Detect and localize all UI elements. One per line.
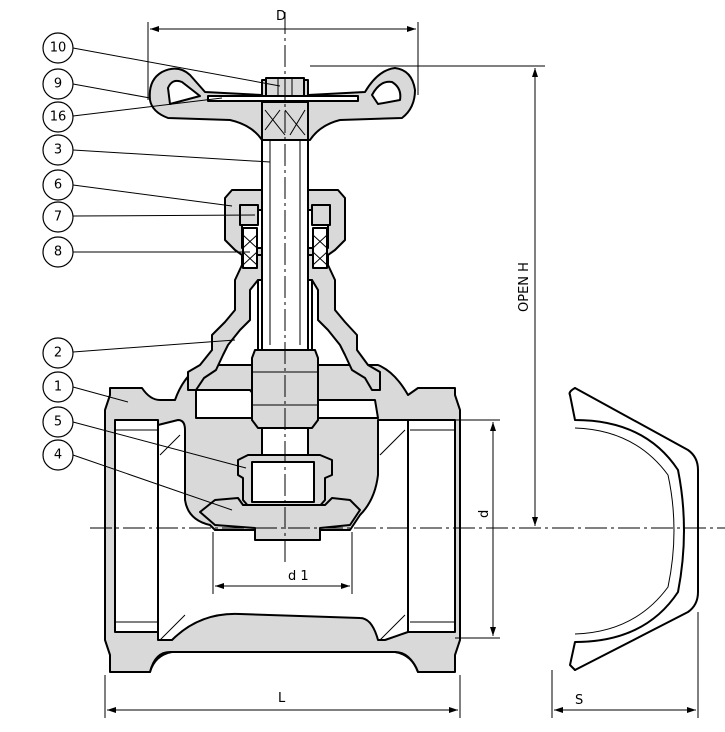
svg-text:5: 5 bbox=[54, 415, 62, 430]
balloon-5: 5 bbox=[42, 406, 74, 438]
balloon-6: 6 bbox=[42, 169, 74, 201]
dim-label-S: S bbox=[575, 693, 583, 708]
balloon-3: 3 bbox=[42, 134, 74, 166]
handwheel bbox=[148, 67, 416, 141]
side-view-handwheel bbox=[568, 387, 699, 671]
balloon-7: 7 bbox=[42, 201, 74, 233]
svg-text:7: 7 bbox=[54, 210, 62, 225]
balloon-1: 1 bbox=[42, 371, 74, 403]
dimension-lines bbox=[104, 22, 699, 718]
balloon-10: 10 bbox=[42, 32, 74, 64]
balloon-2: 2 bbox=[42, 337, 74, 369]
balloon-4: 4 bbox=[42, 439, 74, 471]
svg-text:8: 8 bbox=[54, 245, 62, 260]
svg-text:6: 6 bbox=[54, 178, 62, 193]
svg-text:1: 1 bbox=[54, 380, 62, 395]
dim-label-D: D bbox=[276, 9, 286, 24]
balloon-9: 9 bbox=[42, 68, 74, 100]
svg-text:9: 9 bbox=[54, 77, 62, 92]
leader-lines bbox=[72, 47, 281, 511]
center-lines bbox=[90, 12, 725, 565]
svg-text:3: 3 bbox=[54, 143, 62, 158]
dim-label-L: L bbox=[278, 691, 286, 706]
svg-text:16: 16 bbox=[50, 110, 67, 125]
dim-label-d: d bbox=[477, 510, 492, 518]
svg-text:4: 4 bbox=[54, 448, 62, 463]
balloon-16: 16 bbox=[42, 101, 74, 133]
svg-text:10: 10 bbox=[50, 41, 67, 56]
stem bbox=[251, 134, 319, 459]
dim-label-H: OPEN H bbox=[517, 262, 532, 312]
hub-hatch bbox=[264, 109, 306, 136]
dim-label-d1: d 1 bbox=[288, 569, 309, 584]
part-balloons: 10 9 16 3 6 7 8 2 1 5 4 bbox=[42, 32, 74, 471]
body-hatching bbox=[159, 429, 406, 641]
svg-text:2: 2 bbox=[54, 346, 62, 361]
packing-8 bbox=[242, 227, 328, 269]
balloon-8: 8 bbox=[42, 236, 74, 268]
dimension-labels: D OPEN H d d 1 L S bbox=[276, 9, 583, 708]
